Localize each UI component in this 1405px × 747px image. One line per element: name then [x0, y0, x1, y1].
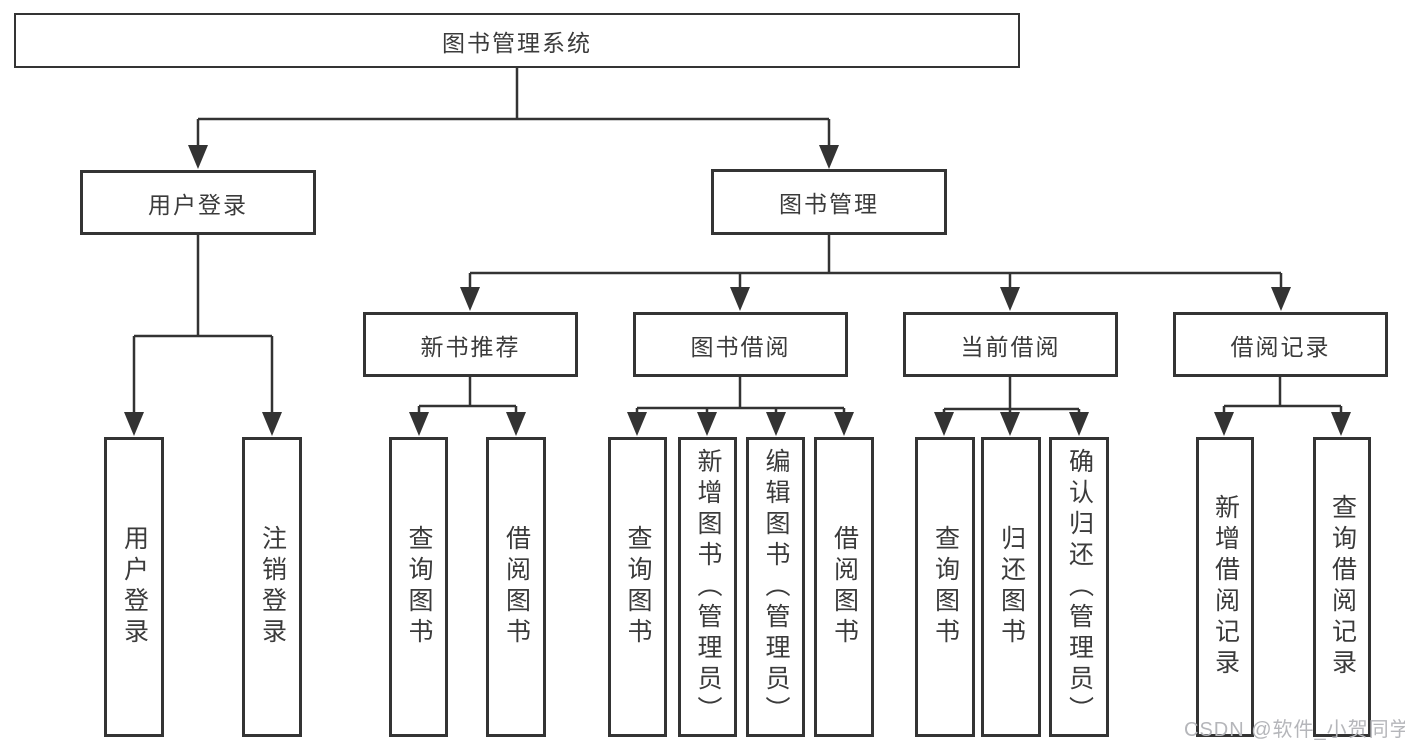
- arrow-down-icon: [506, 412, 526, 436]
- leaf-confirm-return-admin: 确认归还（管理员）: [1049, 437, 1109, 737]
- csdn-watermark: CSDN @软件_小贺同学: [1184, 719, 1405, 741]
- connector-book-borrow-children: [635, 377, 846, 413]
- leaf-add-books-admin-label: 新增图书（管理员）: [694, 447, 722, 727]
- arrow-down-icon: [1214, 412, 1234, 436]
- connector-user-login-children: [132, 235, 274, 413]
- leaf-borrow-books-recommend-label: 借阅图书: [502, 525, 531, 649]
- arrow-down-icon: [1000, 287, 1020, 311]
- node-book-management: 图书管理: [711, 169, 947, 235]
- connector-book-management-children: [468, 235, 1283, 288]
- leaf-edit-books-admin-label: 编辑图书（管理员）: [762, 447, 790, 727]
- leaf-query-books-recommend: 查询图书: [389, 437, 448, 737]
- leaf-edit-books-admin: 编辑图书（管理员）: [746, 437, 805, 737]
- leaf-confirm-return-admin-label: 确认归还（管理员）: [1065, 447, 1094, 727]
- node-user-login-label: 用户登录: [148, 191, 248, 218]
- arrow-down-icon: [834, 412, 854, 436]
- connector-new-book-children: [417, 377, 518, 413]
- node-book-borrow: 图书借阅: [633, 312, 848, 377]
- leaf-user-login: 用户登录: [104, 437, 164, 737]
- leaf-borrow-books: 借阅图书: [814, 437, 874, 737]
- arrow-down-icon: [819, 145, 839, 169]
- node-new-book-recommend: 新书推荐: [363, 312, 578, 377]
- node-current-borrow-label: 当前借阅: [960, 333, 1061, 360]
- leaf-query-borrow-record-label: 查询借阅记录: [1328, 494, 1357, 680]
- arrow-down-icon: [697, 412, 717, 436]
- leaf-query-books-current-label: 查询图书: [931, 525, 960, 649]
- node-root-label: 图书管理系统: [442, 29, 592, 56]
- node-borrow-records-label: 借阅记录: [1230, 333, 1331, 360]
- leaf-borrow-books-label: 借阅图书: [830, 525, 859, 649]
- leaf-return-books-label: 归还图书: [997, 525, 1026, 649]
- arrow-down-icon: [460, 287, 480, 311]
- node-new-book-recommend-label: 新书推荐: [420, 333, 521, 360]
- arrow-down-icon: [766, 412, 786, 436]
- leaf-query-books-borrow-label: 查询图书: [624, 525, 652, 649]
- node-borrow-records: 借阅记录: [1173, 312, 1388, 377]
- leaf-user-login-label: 用户登录: [120, 525, 149, 649]
- leaf-query-books-recommend-label: 查询图书: [405, 525, 433, 649]
- leaf-borrow-books-recommend: 借阅图书: [486, 437, 546, 737]
- connector-borrow-records-children: [1222, 377, 1343, 413]
- arrow-down-icon: [124, 412, 144, 436]
- arrow-down-icon: [730, 287, 750, 311]
- node-book-borrow-label: 图书借阅: [690, 333, 791, 360]
- arrow-down-icon: [409, 412, 429, 436]
- leaf-query-books-current: 查询图书: [915, 437, 975, 737]
- leaf-return-books: 归还图书: [981, 437, 1041, 737]
- arrow-down-icon: [1000, 412, 1020, 436]
- leaf-add-books-admin: 新增图书（管理员）: [678, 437, 737, 737]
- connector-root-to-level2: [196, 68, 831, 146]
- arrow-down-icon: [627, 412, 647, 436]
- arrow-down-icon: [934, 412, 954, 436]
- arrow-down-icon: [1271, 287, 1291, 311]
- arrow-down-icon: [262, 412, 282, 436]
- leaf-logout-label: 注销登录: [258, 525, 287, 649]
- arrow-down-icon: [1069, 412, 1089, 436]
- leaf-add-borrow-record-label: 新增借阅记录: [1211, 494, 1240, 680]
- leaf-add-borrow-record: 新增借阅记录: [1196, 437, 1254, 737]
- node-root: 图书管理系统: [14, 13, 1020, 68]
- node-user-login: 用户登录: [80, 170, 316, 235]
- arrow-down-icon: [188, 145, 208, 169]
- node-current-borrow: 当前借阅: [903, 312, 1118, 377]
- leaf-query-books-borrow: 查询图书: [608, 437, 667, 737]
- arrow-down-icon: [1331, 412, 1351, 436]
- node-book-management-label: 图书管理: [779, 191, 879, 217]
- leaf-query-borrow-record: 查询借阅记录: [1313, 437, 1371, 737]
- leaf-logout: 注销登录: [242, 437, 302, 737]
- connector-current-borrow-children: [942, 377, 1081, 413]
